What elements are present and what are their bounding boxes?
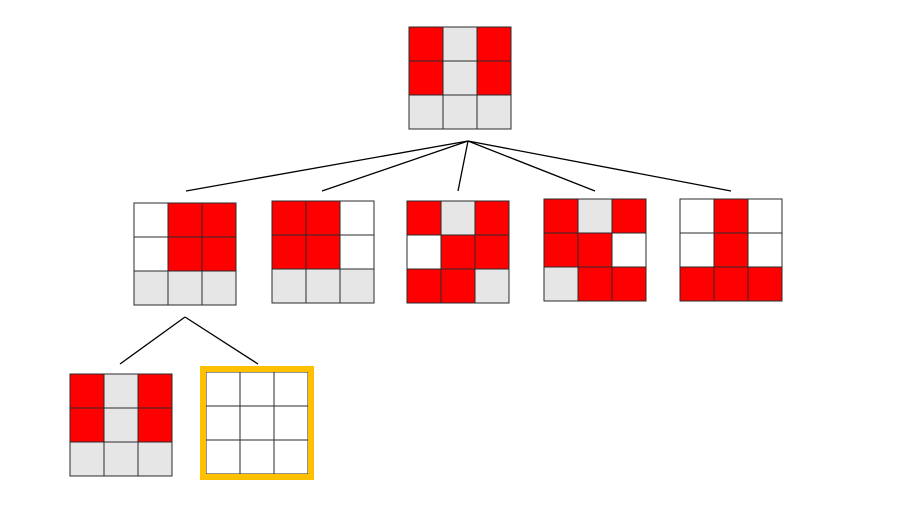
grid-cell-red	[611, 266, 647, 302]
grid-cell-white	[747, 232, 783, 268]
grid-cell-white	[133, 236, 169, 272]
grid-cell-gray	[69, 441, 105, 477]
grid-cell-white	[679, 232, 715, 268]
grid-cell-white	[205, 371, 241, 407]
grid-cell-gray	[103, 373, 139, 409]
grid-cell-red	[137, 373, 173, 409]
level2-node-2	[200, 366, 314, 480]
grid-cell-white	[239, 439, 275, 475]
grid-cell-red	[747, 266, 783, 302]
grid-cell-white	[747, 198, 783, 234]
grid-cell-white	[339, 234, 375, 270]
grid-cell-white	[611, 232, 647, 268]
grid-cell-gray	[440, 200, 476, 236]
grid-cell-red	[69, 373, 105, 409]
grid-cell-red	[406, 200, 442, 236]
edge-root-to-child-5	[467, 140, 732, 192]
grid-cell-red	[543, 232, 579, 268]
grid-cell-white	[133, 202, 169, 238]
edge-child1-to-grandchild-1	[119, 316, 186, 365]
grid-cell-red	[440, 268, 476, 304]
grid-cell-gray	[442, 94, 478, 130]
grid-cell-gray	[103, 407, 139, 443]
grid-cell-red	[305, 234, 341, 270]
grid-cell-gray	[305, 268, 341, 304]
grid-cell-gray	[442, 60, 478, 96]
level1-node-1	[133, 202, 237, 306]
grid-cell-red	[476, 60, 512, 96]
grid-cell-red	[611, 198, 647, 234]
grid-cell-gray	[577, 198, 613, 234]
grid-cell-gray	[474, 268, 510, 304]
grid-cell-red	[271, 234, 307, 270]
level2-node-1	[69, 373, 173, 477]
grid-cell-white	[239, 405, 275, 441]
grid-cell-gray	[201, 270, 237, 306]
grid-cell-gray	[167, 270, 203, 306]
tree-nodes	[69, 26, 783, 480]
grid-cell-red	[137, 407, 173, 443]
grid-cell-white	[273, 439, 309, 475]
grid-cell-red	[577, 232, 613, 268]
root-node	[408, 26, 512, 130]
highlight-frame	[200, 366, 314, 480]
grid-cell-red	[474, 234, 510, 270]
grid-cell-white	[679, 198, 715, 234]
edge-root-to-child-3	[457, 140, 469, 192]
grid-cell-red	[167, 236, 203, 272]
level1-node-4	[543, 198, 647, 302]
edge-root-to-child-4	[467, 140, 596, 192]
grid-cell-gray	[442, 26, 478, 62]
grid-cell-red	[474, 200, 510, 236]
edge-child1-to-grandchild-2	[184, 316, 259, 365]
grid-cell-red	[305, 200, 341, 236]
grid-cell-red	[406, 268, 442, 304]
grid-cell-gray	[137, 441, 173, 477]
grid-cell-red	[713, 198, 749, 234]
edge-root-to-child-2	[321, 140, 469, 192]
grid-cell-red	[679, 266, 715, 302]
grid-cell-white	[239, 371, 275, 407]
grid-cell-red	[408, 60, 444, 96]
grid-cell-red	[543, 198, 579, 234]
grid-cell-red	[271, 200, 307, 236]
grid-cell-red	[713, 232, 749, 268]
grid-cell-red	[408, 26, 444, 62]
grid-cell-gray	[543, 266, 579, 302]
grid-cell-white	[205, 405, 241, 441]
grid-cell-red	[167, 202, 203, 238]
grid-cell-white	[205, 439, 241, 475]
tree-edges	[119, 140, 732, 365]
grid-cell-gray	[271, 268, 307, 304]
grid-cell-gray	[476, 94, 512, 130]
grid-cell-white	[339, 200, 375, 236]
grid-cell-red	[201, 202, 237, 238]
grid-cell-gray	[339, 268, 375, 304]
grid-cell-white	[406, 234, 442, 270]
level1-node-3	[406, 200, 510, 304]
grid-cell-red	[476, 26, 512, 62]
grid-cell-gray	[133, 270, 169, 306]
level1-node-5	[679, 198, 783, 302]
grid-cell-white	[273, 405, 309, 441]
grid-cell-red	[713, 266, 749, 302]
grid-cell-red	[201, 236, 237, 272]
grid-cell-red	[577, 266, 613, 302]
grid-cell-gray	[103, 441, 139, 477]
grid-cell-gray	[408, 94, 444, 130]
grid-cell-white	[273, 371, 309, 407]
grid-cell-red	[69, 407, 105, 443]
grid-cell-red	[440, 234, 476, 270]
level1-node-2	[271, 200, 375, 304]
edge-root-to-child-1	[185, 140, 469, 192]
